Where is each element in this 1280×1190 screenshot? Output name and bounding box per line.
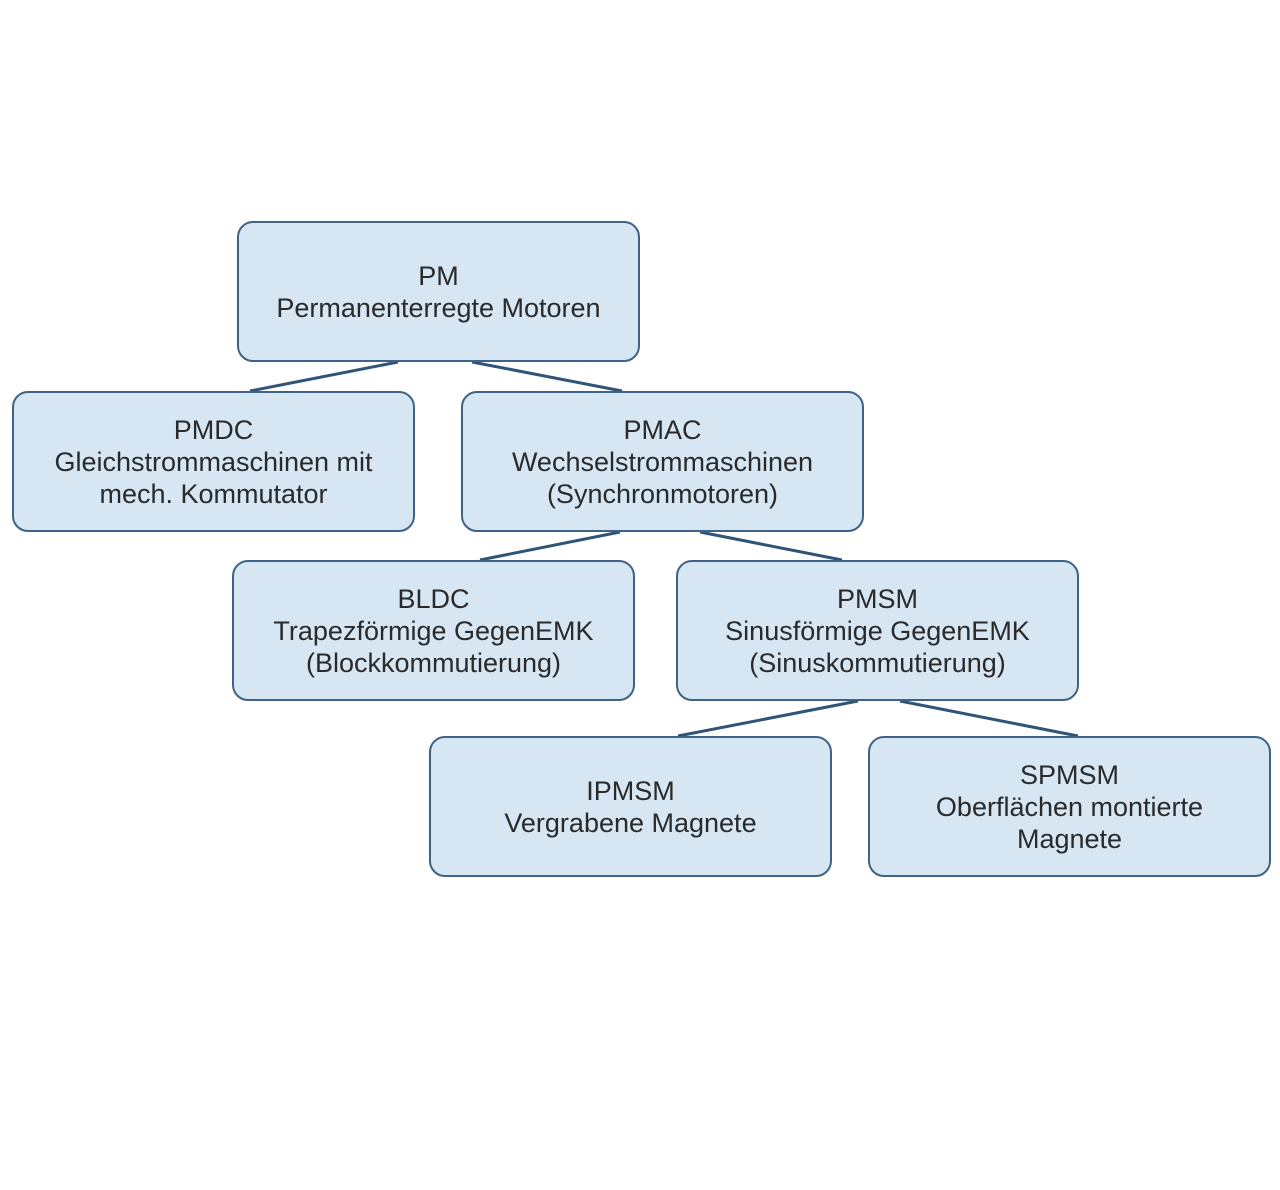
node-pm-line1: Permanenterregte Motoren bbox=[276, 292, 601, 323]
node-pmdc-line2: mech. Kommutator bbox=[99, 478, 328, 509]
node-spmsm-line1: Oberflächen montierte bbox=[935, 791, 1204, 822]
edge-pmac-pmsm bbox=[699, 530, 843, 562]
node-pmsm-line2: (Sinuskommutierung) bbox=[749, 647, 1006, 678]
node-spmsm: SPMSM Oberflächen montierte Magnete bbox=[868, 736, 1271, 877]
node-ipmsm-abbr: IPMSM bbox=[586, 775, 675, 806]
node-pmsm: PMSM Sinusförmige GegenEMK (Sinuskommuti… bbox=[676, 560, 1079, 701]
node-ipmsm-line1: Vergrabene Magnete bbox=[504, 807, 757, 838]
node-bldc-line2: (Blockkommutierung) bbox=[305, 647, 562, 678]
edge-pmsm-ipmsm bbox=[677, 699, 859, 738]
node-pmac-line1: Wechselstrommaschinen bbox=[511, 446, 814, 477]
node-pmsm-line1: Sinusförmige GegenEMK bbox=[725, 615, 1030, 646]
node-pmac: PMAC Wechselstrommaschinen (Synchronmoto… bbox=[461, 391, 864, 532]
node-pmsm-abbr: PMSM bbox=[837, 583, 918, 614]
node-bldc-abbr: BLDC bbox=[397, 583, 470, 614]
node-bldc-line1: Trapezförmige GegenEMK bbox=[273, 615, 594, 646]
edge-pm-pmac bbox=[471, 360, 623, 393]
edge-pmsm-spmsm bbox=[899, 699, 1079, 738]
node-pm-abbr: PM bbox=[418, 260, 459, 291]
node-pmac-line2: (Synchronmotoren) bbox=[546, 478, 779, 509]
node-ipmsm: IPMSM Vergrabene Magnete bbox=[429, 736, 832, 877]
node-pmdc-abbr: PMDC bbox=[173, 414, 254, 445]
node-bldc: BLDC Trapezförmige GegenEMK (Blockkommut… bbox=[232, 560, 635, 701]
node-pm: PM Permanenterregte Motoren bbox=[237, 221, 640, 362]
node-pmdc: PMDC Gleichstrommaschinen mit mech. Komm… bbox=[12, 391, 415, 532]
node-pmac-abbr: PMAC bbox=[623, 414, 702, 445]
edge-pmac-bldc bbox=[479, 530, 621, 562]
node-spmsm-abbr: SPMSM bbox=[1019, 759, 1119, 790]
node-spmsm-line2: Magnete bbox=[1016, 823, 1123, 854]
edge-pm-pmdc bbox=[249, 360, 399, 393]
node-pmdc-line1: Gleichstrommaschinen mit bbox=[54, 446, 373, 477]
